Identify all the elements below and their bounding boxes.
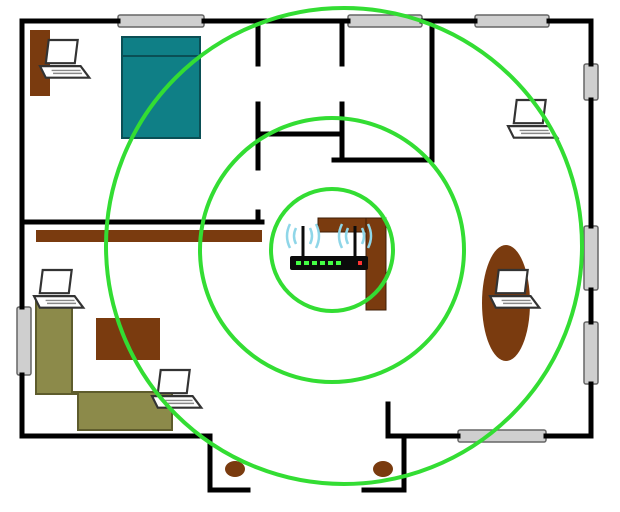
laptop-icon: [32, 268, 85, 309]
signal-ring-outer: [104, 6, 584, 486]
wifi-waves-icon: [285, 223, 373, 249]
laptop-icon: [506, 98, 559, 139]
window-icon: [583, 321, 599, 385]
shelf-icon: [36, 230, 262, 242]
window-icon: [583, 225, 599, 291]
window-icon: [457, 429, 547, 443]
laptop-icon: [150, 368, 203, 409]
planter-icon: [225, 461, 245, 477]
walls-group: [19, 18, 594, 493]
planter-icon: [373, 461, 393, 477]
window-icon: [583, 63, 599, 101]
window-icon: [117, 14, 205, 28]
laptop-icon: [488, 268, 541, 309]
window-icon: [16, 306, 32, 376]
wifi-signal-rings: [104, 6, 584, 486]
wifi-router-icon: [285, 223, 373, 270]
laptop-icon: [38, 38, 91, 79]
sofa-icon: [35, 299, 173, 431]
router-led-indicators: [296, 261, 362, 265]
desk-icon: [30, 30, 50, 96]
signal-ring-inner: [269, 187, 395, 313]
table-icon: [96, 318, 160, 360]
window-icon: [474, 14, 550, 28]
signal-ring-middle: [198, 116, 466, 384]
bed-icon: [121, 36, 201, 139]
